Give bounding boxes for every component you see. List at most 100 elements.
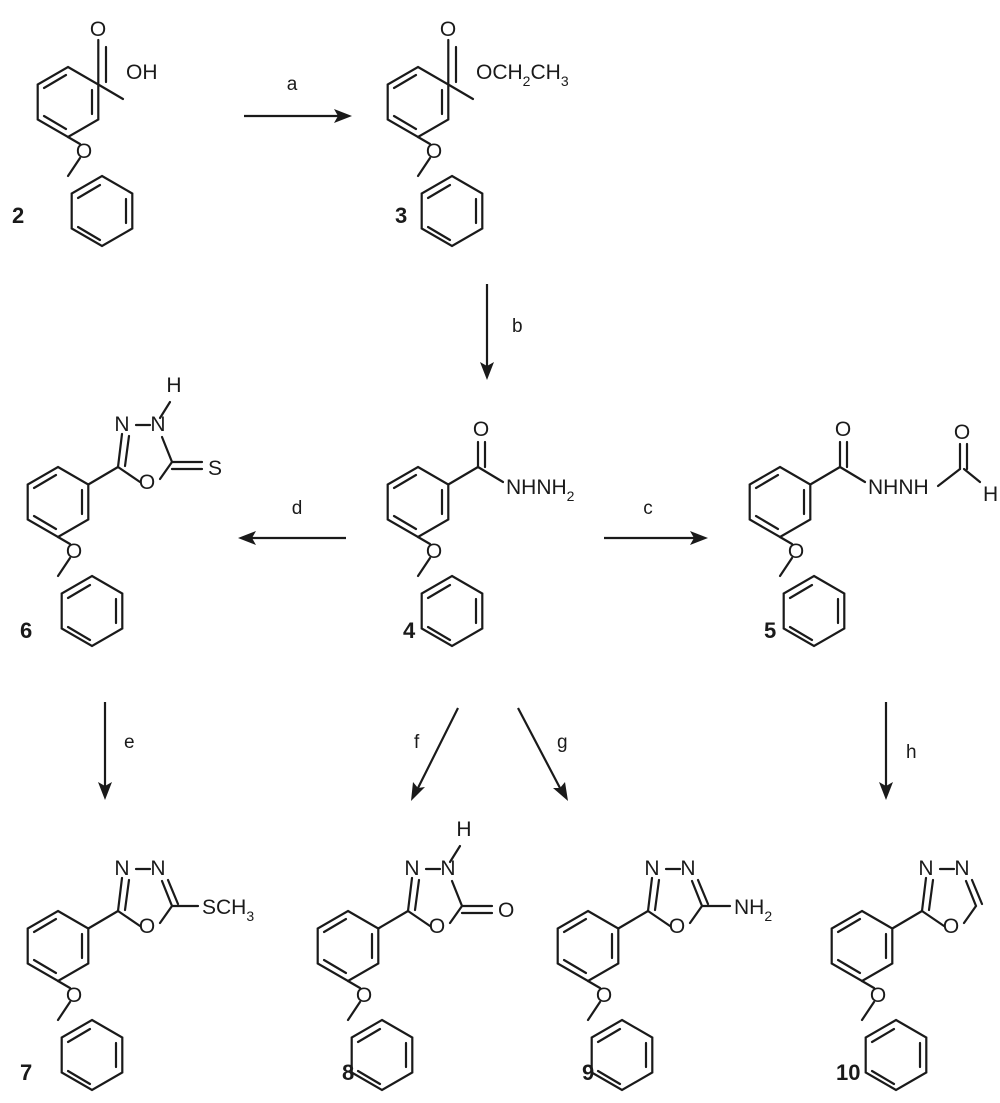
- compound-number-10: 10: [836, 1060, 860, 1085]
- arrow-d: d: [238, 498, 346, 545]
- arrow-c: c: [604, 498, 708, 545]
- ring-nitrogen-1: N: [114, 857, 129, 880]
- ring-oxygen: O: [429, 915, 445, 938]
- phenoxy-ring: [782, 574, 846, 648]
- oxadiazole-thione-ring: N N H O S: [87, 374, 222, 494]
- compound-2: O OH O: [36, 18, 158, 248]
- benzoyl-ring: [748, 465, 812, 539]
- ring-nitrogen-2: N: [954, 857, 969, 880]
- ether-bridge: O: [346, 979, 372, 1022]
- arrow-a: a: [244, 74, 352, 123]
- ring-nitrogen-2: N: [150, 857, 165, 880]
- ether-oxygen: O: [596, 984, 612, 1007]
- reagent-label-a: a: [287, 74, 298, 95]
- ether-oxygen: O: [76, 140, 92, 163]
- methylthio-label: SCH3: [202, 896, 254, 924]
- reagent-label-d: d: [292, 498, 303, 519]
- phenoxy-ring: [350, 1018, 414, 1092]
- ring-oxygen: O: [943, 915, 959, 938]
- ring-nitrogen-1: N: [404, 857, 419, 880]
- reagent-label-f: f: [414, 732, 420, 753]
- compound-5: O NHNH O H O: [748, 418, 998, 648]
- phenoxy-ring: [420, 574, 484, 648]
- carbonyl-oxygen: O: [90, 18, 106, 41]
- phenoxy-ring: [420, 174, 484, 248]
- ether-bridge: O: [416, 135, 442, 178]
- ring-nitrogen-1: N: [918, 857, 933, 880]
- ether-oxygen: O: [66, 984, 82, 1007]
- ether-oxygen: O: [356, 984, 372, 1007]
- ether-bridge: O: [56, 979, 82, 1022]
- ether-oxygen: O: [426, 540, 442, 563]
- acid-hydroxyl: OH: [126, 61, 158, 84]
- ether-oxygen: O: [66, 540, 82, 563]
- aryl-ring: [830, 909, 894, 983]
- compound-number-5: 5: [764, 618, 776, 643]
- carbonyl-oxygen: O: [835, 418, 851, 441]
- compound-10: N N O O: [830, 857, 984, 1092]
- ether-bridge: O: [416, 535, 442, 578]
- carbonyl-oxygen: O: [473, 418, 489, 441]
- compound-8: N N H O O O: [316, 818, 514, 1092]
- arrow-e: e: [98, 702, 135, 800]
- phenoxy-ring: [60, 1018, 124, 1092]
- ring-nitrogen-1: N: [644, 857, 659, 880]
- reagent-label-g: g: [557, 732, 568, 753]
- compound-number-9: 9: [582, 1060, 594, 1085]
- arrow-g: g: [517, 707, 568, 801]
- compound-number-2: 2: [12, 203, 24, 228]
- compound-6: N N H O S O: [26, 374, 222, 648]
- ether-oxygen: O: [426, 140, 442, 163]
- oxo-oxygen: O: [498, 899, 514, 922]
- compound-9: N N O NH2 O: [556, 857, 772, 1092]
- phenoxy-ring: [590, 1018, 654, 1092]
- ring-nitrogen-1: N: [114, 413, 129, 436]
- arrow-b: b: [480, 284, 523, 380]
- ether-bridge: O: [586, 979, 612, 1022]
- ethoxy-label: OCH2CH3: [476, 61, 569, 89]
- benzoic-ring: [36, 65, 100, 139]
- carboxylic-acid-group: O OH: [90, 18, 158, 101]
- arrow-f: f: [411, 707, 459, 801]
- compound-7: N N O SCH3 O: [26, 857, 254, 1092]
- oxadiazolone-ring: N N H O O: [377, 818, 514, 938]
- phenoxy-ring: [60, 574, 124, 648]
- amino-oxadiazole-ring: N N O NH2: [617, 857, 772, 938]
- arrow-h: h: [879, 702, 917, 800]
- ring-oxygen: O: [139, 915, 155, 938]
- formyl-hydrogen: H: [983, 483, 998, 506]
- ring-nitrogen-2: N: [150, 413, 165, 436]
- oxadiazole-ring: N N O: [891, 857, 984, 938]
- oxadiazole-ring: N N O SCH3: [87, 857, 254, 938]
- ether-bridge: O: [860, 979, 886, 1022]
- ether-bridge: O: [66, 135, 92, 178]
- hydrazide-label: NHNH2: [506, 476, 575, 504]
- reagent-label-b: b: [512, 316, 523, 337]
- nh-hydrogen: H: [456, 818, 471, 841]
- reagent-label-e: e: [124, 732, 135, 753]
- ether-oxygen: O: [870, 984, 886, 1007]
- ether-bridge: O: [778, 535, 804, 578]
- amino-label: NH2: [734, 896, 772, 924]
- aryl-ring: [556, 909, 620, 983]
- phenoxy-ring: [864, 1018, 928, 1092]
- compound-number-4: 4: [403, 618, 416, 643]
- aryl-ring: [26, 909, 90, 983]
- benzoate-ring: [386, 65, 450, 139]
- hydrazide-group: O NHNH2: [447, 418, 575, 504]
- ether-oxygen: O: [788, 540, 804, 563]
- ether-bridge: O: [56, 535, 82, 578]
- formyl-oxygen: O: [954, 421, 970, 444]
- ring-oxygen: O: [669, 915, 685, 938]
- compound-3: O OCH2CH3 O: [386, 18, 569, 248]
- ring-oxygen: O: [139, 471, 155, 494]
- compound-4: O NHNH2 O: [386, 418, 575, 648]
- carbonyl-oxygen: O: [440, 18, 456, 41]
- thione-sulfur: S: [208, 457, 222, 480]
- reagent-label-c: c: [643, 498, 653, 519]
- compound-number-3: 3: [395, 203, 407, 228]
- aryl-ring: [316, 909, 380, 983]
- reagent-label-h: h: [906, 742, 917, 763]
- phenoxy-ring: [70, 174, 134, 248]
